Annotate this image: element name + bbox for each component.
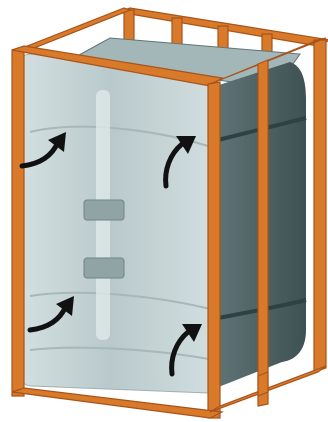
tank-front: [22, 54, 218, 393]
upper-latch: [84, 200, 124, 220]
back-right-post: [314, 40, 326, 372]
right-middle-stud: [258, 60, 268, 406]
right-mid-bottom-block: [258, 372, 268, 396]
front-right-post: [208, 82, 220, 418]
lower-latch: [84, 258, 124, 278]
front-left-post: [12, 50, 24, 396]
